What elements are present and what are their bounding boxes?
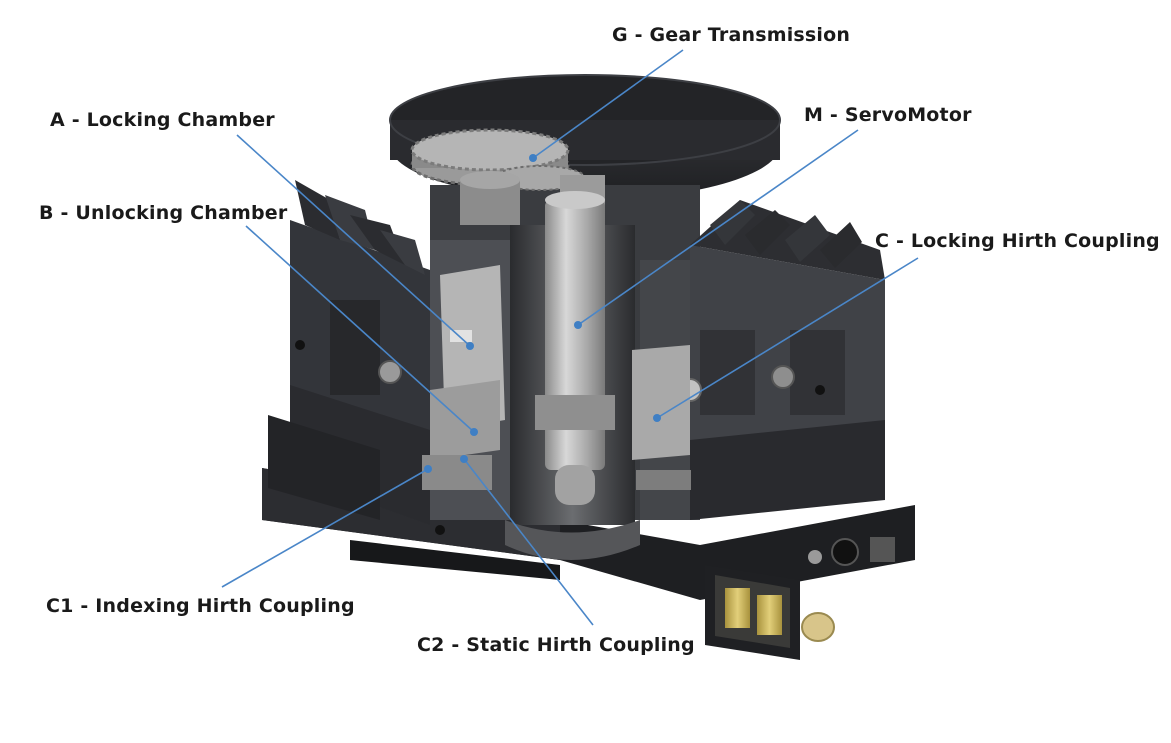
leader-dot-c2 <box>460 455 468 463</box>
leader-dots <box>424 154 661 473</box>
label-indexing-hirth: C1 - Indexing Hirth Coupling <box>46 595 355 617</box>
label-gear-transmission: G - Gear Transmission <box>612 24 851 46</box>
left-hirth-teeth <box>295 180 425 275</box>
leader-dot-g <box>529 154 537 162</box>
inner-bowl <box>505 520 640 560</box>
leader-dot-c <box>653 414 661 422</box>
leader-line-a <box>236 134 471 347</box>
left-housing <box>268 220 445 535</box>
leader-line-b <box>245 225 475 433</box>
label-locking-hirth: C - Locking Hirth Coupling <box>875 230 1160 252</box>
gear-train <box>410 128 605 225</box>
label-unlocking-chamber: B - Unlocking Chamber <box>39 202 288 224</box>
leader-dot-b <box>470 428 478 436</box>
leader-line-c2 <box>463 458 594 626</box>
leader-line-c1 <box>221 468 429 588</box>
leader-dot-m <box>574 321 582 329</box>
leader-dot-a <box>466 342 474 350</box>
label-locking-chamber: A - Locking Chamber <box>50 109 275 131</box>
right-hirth-teeth <box>710 200 862 268</box>
label-servomotor: M - ServoMotor <box>804 104 972 126</box>
connector-box <box>705 537 895 660</box>
leader-line-m <box>577 129 859 326</box>
chamber-pistons-right <box>632 345 691 490</box>
servomotor <box>535 191 615 505</box>
leader-line-g <box>532 49 684 159</box>
label-static-hirth: C2 - Static Hirth Coupling <box>417 634 695 656</box>
leader-line-c <box>656 257 919 419</box>
leader-lines <box>221 49 919 626</box>
leader-dot-c1 <box>424 465 432 473</box>
